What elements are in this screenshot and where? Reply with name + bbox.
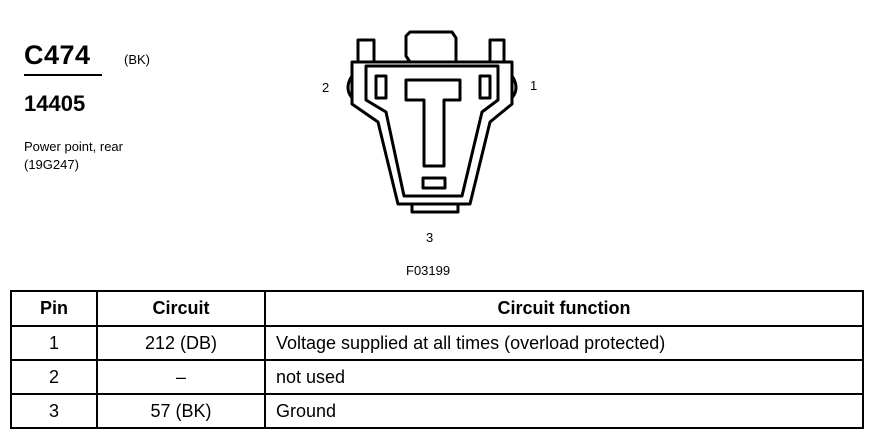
circuit-cell: – (96, 359, 266, 395)
pin-1-cavity (478, 74, 492, 100)
table-row: 2 – not used (10, 359, 864, 395)
pin-2-cavity (374, 74, 388, 100)
header-pin: Pin (10, 290, 98, 327)
function-cell: not used (264, 359, 864, 395)
pin-2-label: 2 (322, 80, 330, 95)
connector-color-code: (BK) (124, 52, 150, 67)
table-header-row: Pin Circuit Circuit function (10, 290, 864, 327)
pin-cell: 3 (10, 393, 98, 429)
connector-id-underline (24, 74, 102, 76)
figure-code: F03199 (406, 263, 451, 278)
connector-inner-outline (364, 64, 500, 198)
circuit-cell: 57 (BK) (96, 393, 266, 429)
pin-function-table: Pin Circuit Circuit function 1 212 (DB) … (10, 290, 864, 429)
table-row: 3 57 (BK) Ground (10, 393, 864, 429)
description-line-1: Power point, rear (24, 139, 123, 154)
connector-bottom-tab (410, 204, 460, 214)
connector-id: C474 (24, 40, 91, 70)
connector-left-bump (346, 75, 354, 99)
connector-right-bump (510, 75, 518, 99)
connector-key (404, 78, 462, 168)
connector-description: Power point, rear (19G247) (24, 138, 123, 174)
pin-cell: 1 (10, 325, 98, 361)
pin-3-cavity (421, 176, 447, 190)
header-circuit-function: Circuit function (264, 290, 864, 327)
table-row: 1 212 (DB) Voltage supplied at all times… (10, 325, 864, 361)
connector-right-post (488, 38, 506, 64)
pin-1-label: 1 (530, 78, 538, 93)
connector-left-post (356, 38, 376, 64)
connector-latch (404, 30, 458, 64)
part-number: 14405 (24, 91, 86, 116)
description-line-2: (19G247) (24, 157, 79, 172)
header-circuit: Circuit (96, 290, 266, 327)
circuit-cell: 212 (DB) (96, 325, 266, 361)
function-cell: Voltage supplied at all times (overload … (264, 325, 864, 361)
pin-cell: 2 (10, 359, 98, 395)
connector-face-drawing (346, 30, 518, 214)
function-cell: Ground (264, 393, 864, 429)
pin-3-label: 3 (426, 230, 434, 245)
